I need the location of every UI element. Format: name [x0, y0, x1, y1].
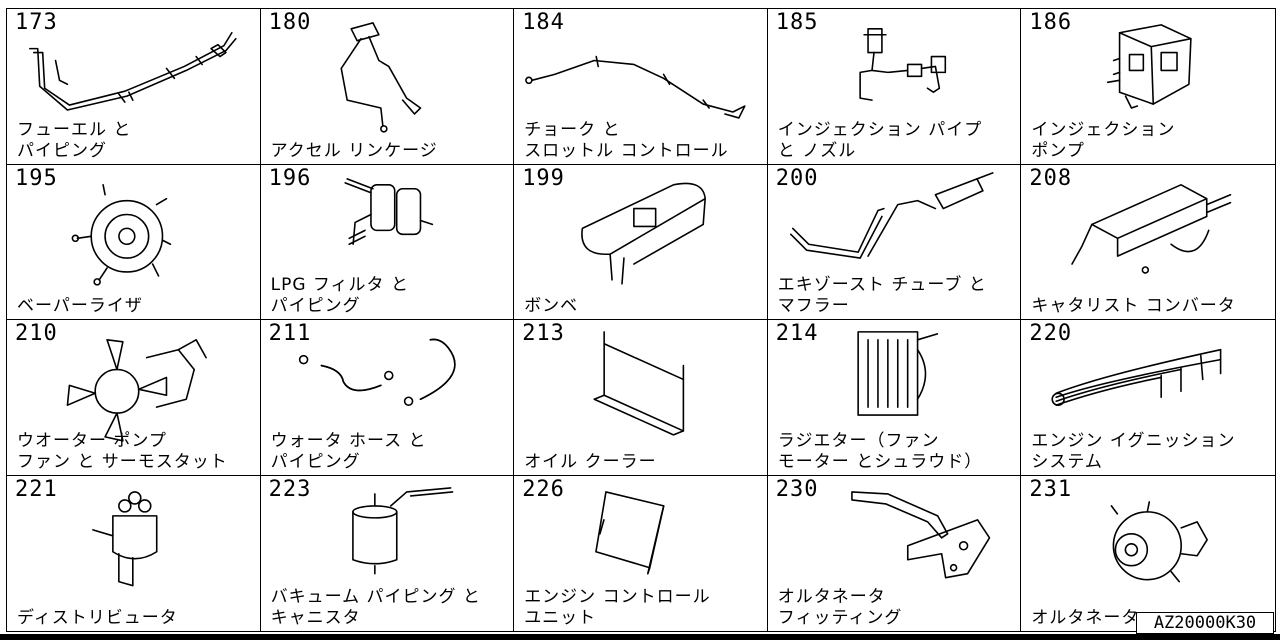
oil-cooler-icon — [593, 331, 685, 436]
catalog-item-220[interactable]: 220 エンジン イグニッション システム — [1021, 320, 1275, 476]
item-number: 195 — [15, 165, 58, 191]
item-label: オルタネータ — [1031, 608, 1140, 628]
item-number: 200 — [775, 165, 819, 191]
water-hose-icon — [298, 338, 456, 406]
catalog-item-211[interactable]: 211 ウォータ ホース と パイピング — [260, 320, 515, 476]
item-label: エンジン コントロール ユニット — [524, 587, 711, 628]
item-number: 199 — [522, 165, 565, 191]
catalog-item-184[interactable]: 184 チョーク と スロットル コントロール — [514, 9, 768, 165]
item-label: LPG フィルタ と パイピング — [270, 275, 409, 316]
item-number: 185 — [775, 10, 819, 35]
item-label: オイル クーラー — [524, 451, 657, 472]
item-number: 196 — [268, 165, 312, 191]
choke-throttle-cable-icon — [525, 55, 746, 119]
catalog-item-186[interactable]: 186 インジェクション ポンプ — [1021, 9, 1275, 165]
vaporizer-icon — [71, 183, 172, 286]
catalog-item-223[interactable]: 223 バキューム パイピング と キャニスタ — [261, 475, 515, 631]
ignition-wires-icon — [1051, 348, 1222, 406]
item-label: キャタリスト コンバータ — [1031, 296, 1236, 316]
item-label: インジェクション ポンプ — [1031, 119, 1176, 161]
alternator-icon — [1111, 500, 1209, 582]
item-number: 211 — [268, 321, 312, 346]
injection-pump-icon — [1107, 24, 1193, 109]
item-number: 223 — [268, 476, 312, 502]
item-label: ウオーター ポンプ ファン と サーモスタット — [17, 430, 228, 472]
item-number: 186 — [1029, 10, 1073, 35]
catalog-item-231[interactable]: 231 オルタネータ — [1021, 476, 1275, 632]
gas-cylinder-icon — [581, 182, 707, 285]
accelerator-linkage-icon — [340, 22, 421, 133]
item-label: ディストリビュータ — [17, 608, 178, 628]
exhaust-muffler-icon — [789, 171, 994, 259]
catalog-item-199[interactable]: 199 ボンベ — [514, 164, 768, 320]
item-number: 230 — [775, 476, 819, 502]
item-label: ボンベ — [524, 296, 579, 316]
catalog-item-221[interactable]: 221 ディストリビュータ — [7, 475, 261, 631]
item-number: 214 — [775, 321, 819, 346]
item-label: ウォータ ホース と パイピング — [270, 430, 427, 472]
catalog-item-213[interactable]: 213 オイル クーラー — [514, 320, 768, 476]
catalog-code: AZ20000K30 — [1136, 612, 1274, 634]
vacuum-canister-icon — [351, 486, 453, 574]
item-number: 221 — [15, 476, 58, 502]
parts-catalog-grid: 173 フューエル と パイピング 180 アクセル リンケージ 184 チョー… — [6, 8, 1276, 632]
distributor-icon — [92, 490, 158, 586]
item-number: 213 — [522, 321, 565, 346]
item-number: 180 — [268, 10, 312, 35]
item-number: 210 — [15, 321, 58, 346]
lpg-filter-icon — [344, 177, 433, 245]
catalog-item-195[interactable]: 195 ベーパーライザ — [7, 164, 261, 320]
catalytic-converter-icon — [1071, 183, 1232, 274]
item-label: エンジン イグニッション システム — [1031, 430, 1236, 472]
item-label: オルタネータ フィッティング — [777, 587, 903, 628]
item-label: アクセル リンケージ — [270, 140, 438, 161]
catalog-item-185[interactable]: 185 インジェクション パイプ と ノズル — [767, 9, 1022, 165]
item-label: ラジエター（ファン モーター とシュラウド） — [777, 430, 983, 472]
catalog-item-173[interactable]: 173 フューエル と パイピング — [7, 9, 261, 165]
injection-pipe-nozzle-icon — [859, 28, 946, 101]
item-number: 173 — [15, 10, 58, 35]
item-number: 226 — [522, 476, 565, 502]
ecu-icon — [595, 490, 665, 574]
alternator-bracket-icon — [850, 490, 991, 578]
bottom-rule — [0, 634, 1280, 640]
item-label: エキゾースト チューブ と マフラー — [777, 275, 987, 316]
catalog-item-214[interactable]: 214 ラジエター（ファン モーター とシュラウド） — [767, 320, 1022, 476]
item-label: インジェクション パイプ と ノズル — [777, 119, 983, 161]
catalog-item-180[interactable]: 180 アクセル リンケージ — [260, 9, 515, 165]
catalog-item-208[interactable]: 208 キャタリスト コンバータ — [1021, 165, 1275, 320]
catalog-item-200[interactable]: 200 エキゾースト チューブ と マフラー — [767, 164, 1022, 320]
item-label: チョーク と スロットル コントロール — [524, 119, 729, 161]
fuel-piping-icon — [29, 31, 237, 111]
radiator-icon — [857, 331, 938, 416]
item-number: 184 — [522, 10, 565, 35]
item-number: 208 — [1029, 165, 1073, 191]
catalog-item-226[interactable]: 226 エンジン コントロール ユニット — [514, 475, 768, 631]
item-number: 231 — [1029, 476, 1073, 502]
water-pump-fan-icon — [66, 339, 207, 442]
catalog-item-210[interactable]: 210 ウオーター ポンプ ファン と サーモスタット — [7, 320, 261, 476]
catalog-item-230[interactable]: 230 オルタネータ フィッティング — [768, 475, 1022, 631]
item-label: ベーパーライザ — [17, 296, 143, 316]
item-number: 220 — [1029, 321, 1073, 346]
item-label: フューエル と パイピング — [17, 119, 132, 161]
item-label: バキューム パイピング と キャニスタ — [270, 587, 481, 628]
catalog-item-196[interactable]: 196 LPG フィルタ と パイピング — [260, 164, 515, 320]
